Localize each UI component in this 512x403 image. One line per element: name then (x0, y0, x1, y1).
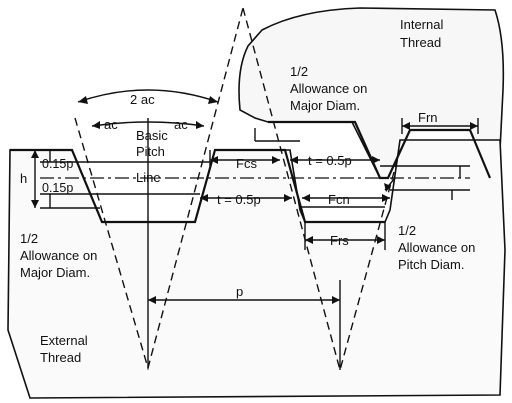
ac-right-label: ac (174, 117, 188, 132)
internal-thread-body (238, 7, 505, 181)
pitch-line-label-3: Line (136, 170, 161, 185)
two-ac-label: 2 ac (130, 92, 155, 107)
allowance-pitch-2: Allowance on (398, 240, 475, 255)
allowance-major-top-1: 1/2 (290, 64, 308, 79)
two-ac-arc (77, 89, 219, 103)
pitch-line-label-1: Basic (136, 128, 168, 143)
ac-left-label: ac (104, 117, 118, 132)
p015-lower-label: 0.15p (42, 181, 73, 195)
internal-thread-label-1: Internal (400, 17, 443, 32)
fcn-label: Fcn (328, 192, 350, 207)
fcs-label: Fcs (236, 156, 257, 171)
allowance-major-left-1: 1/2 (20, 231, 38, 246)
allowance-major-top-3: Major Diam. (290, 98, 360, 113)
frn-label: Frn (418, 110, 438, 125)
allowance-major-left-2: Allowance on (20, 248, 97, 263)
allowance-pitch-1: 1/2 (398, 223, 416, 238)
p-label: p (236, 284, 243, 299)
frs-label: Frs (330, 233, 349, 248)
external-thread-label-1: External (40, 333, 88, 348)
t-lower-label: t = 0.5p (217, 192, 261, 207)
t-upper-label: t = 0.5p (308, 153, 352, 168)
allowance-pitch-3: Pitch Diam. (398, 257, 464, 272)
external-thread-label-2: Thread (40, 350, 81, 365)
allowance-major-top-2: Allowance on (290, 81, 367, 96)
pitch-line-label-2: Pitch (136, 144, 165, 159)
internal-thread-label-2: Thread (400, 35, 441, 50)
p015-upper-label: 0.15p (42, 157, 73, 171)
allowance-major-left-3: Major Diam. (20, 265, 90, 280)
basic-profile-right (242, 7, 401, 373)
h-label: h (20, 171, 27, 186)
